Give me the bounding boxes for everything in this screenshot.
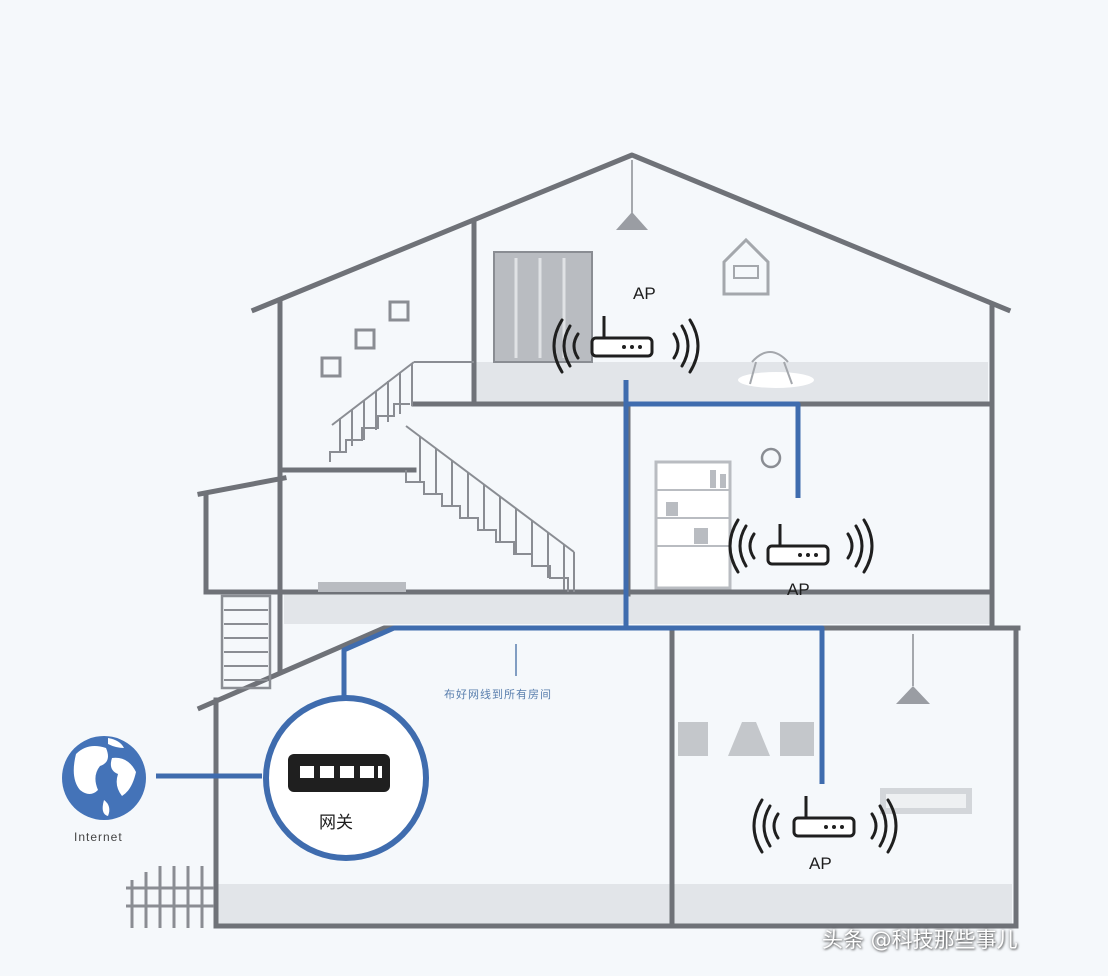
- attic-details: [320, 160, 814, 388]
- router-icon: [590, 316, 654, 358]
- ground-floor-details: [126, 634, 972, 928]
- router-icon: [792, 796, 856, 838]
- wifi-wave-icon: [752, 798, 898, 854]
- middle-floor-details: [220, 447, 782, 690]
- roof: [250, 152, 1012, 314]
- floor-slabs: [218, 362, 1012, 924]
- router-icon: [766, 524, 830, 566]
- wifi-wave-icon: [728, 518, 874, 574]
- wifi-wave-icon: [552, 318, 700, 374]
- ap-label-top: AP: [633, 284, 656, 303]
- wiring-note: 布好网线到所有房间: [444, 688, 552, 701]
- watermark: 头条 @科技那些事儿: [822, 928, 1018, 952]
- ap-label-middle: AP: [787, 580, 810, 599]
- fence: [126, 866, 214, 928]
- internet-label: Internet: [74, 830, 123, 844]
- ap-label-bottom: AP: [809, 854, 832, 873]
- gateway-label: 网关: [319, 813, 353, 833]
- upper-staircase: [329, 361, 474, 462]
- globe-icon: [62, 736, 146, 820]
- network-cables: [156, 380, 825, 784]
- gateway-device-icon: [263, 695, 429, 861]
- lower-staircase: [405, 425, 575, 592]
